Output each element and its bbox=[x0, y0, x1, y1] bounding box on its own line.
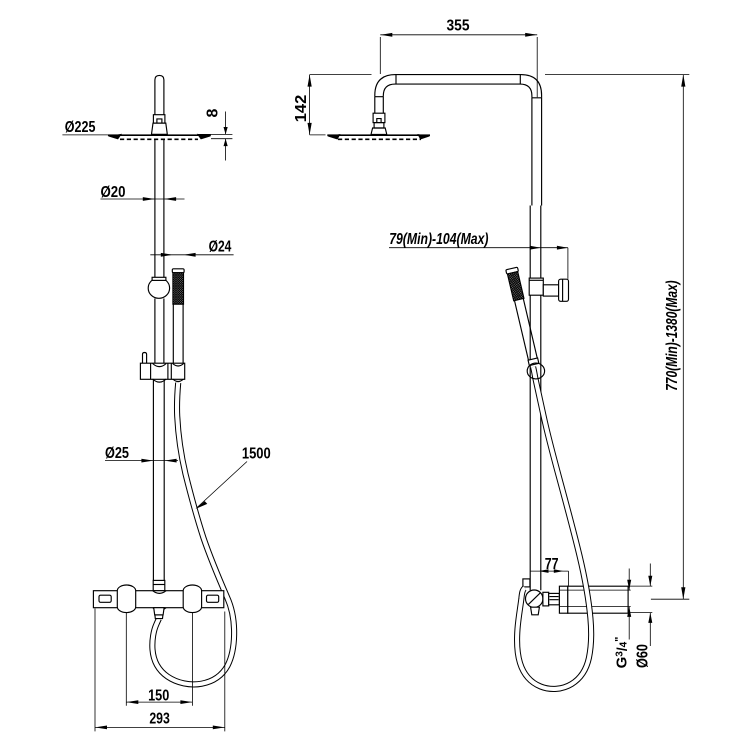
svg-text:1500: 1500 bbox=[242, 445, 271, 462]
svg-text:770(Min)-1380(Max): 770(Min)-1380(Max) bbox=[664, 280, 681, 391]
svg-text:Ø20: Ø20 bbox=[101, 184, 126, 201]
svg-text:142: 142 bbox=[293, 95, 310, 123]
svg-text:Ø24: Ø24 bbox=[209, 239, 232, 256]
svg-text:G3/4": G3/4" bbox=[614, 637, 631, 669]
svg-text:Ø25: Ø25 bbox=[105, 445, 129, 462]
svg-text:150: 150 bbox=[148, 687, 169, 704]
svg-text:293: 293 bbox=[149, 711, 170, 728]
svg-text:79(Min)-104(Max): 79(Min)-104(Max) bbox=[389, 231, 488, 248]
svg-text:355: 355 bbox=[447, 18, 470, 35]
svg-text:Ø225: Ø225 bbox=[65, 119, 96, 136]
svg-text:8: 8 bbox=[204, 108, 221, 117]
svg-text:Ø60: Ø60 bbox=[634, 644, 651, 668]
svg-text:77: 77 bbox=[545, 556, 559, 573]
